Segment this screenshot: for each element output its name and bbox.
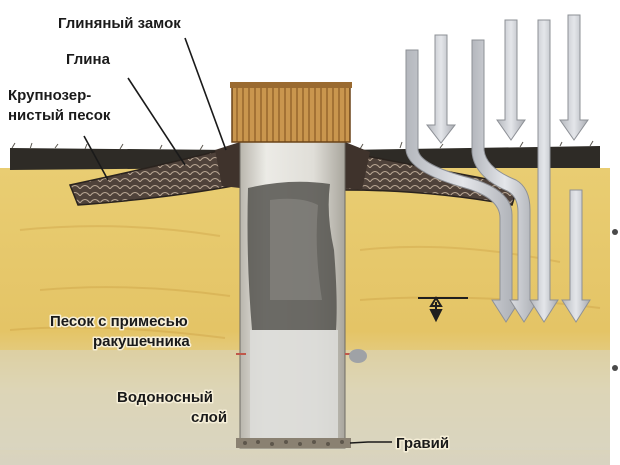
label-coarse-sand-1: Крупнозер-	[8, 87, 91, 104]
label-coarse-sand-2: нистый песок	[8, 107, 111, 124]
double-arrow-icon	[418, 296, 468, 323]
well-cap-rim	[230, 82, 352, 88]
gravel-bed	[236, 438, 351, 448]
label-gravel: Гравий	[396, 435, 449, 452]
clay-lock-right	[345, 142, 370, 190]
leader-lines	[83, 37, 392, 444]
inlet-water-drop	[349, 349, 367, 363]
down-arrow-icon	[561, 189, 591, 323]
label-aquifer-1: Водоносный	[117, 389, 213, 406]
label-sand-shell-1: Песок с примесью	[50, 313, 188, 330]
leader-coarse-sand	[83, 135, 109, 181]
label-clay: Глина	[66, 51, 111, 68]
down-arrow-icon	[529, 19, 559, 323]
down-arrow-icon	[425, 34, 457, 144]
well-cap	[231, 83, 351, 143]
soil-texture	[9, 225, 601, 339]
leader-clay	[127, 77, 186, 166]
edge-dot	[612, 229, 618, 235]
label-aquifer-2: слой	[191, 409, 227, 426]
down-arrow-icon	[559, 14, 589, 141]
well-cutaway-shade	[270, 198, 322, 300]
leader-clay-lock	[184, 37, 227, 151]
edge-dot	[612, 365, 618, 371]
label-sand-shell-2: ракушечника	[93, 333, 190, 350]
clay-lock-left	[215, 142, 240, 188]
well-water	[250, 330, 338, 440]
down-arrow-icon	[496, 19, 526, 141]
leader-gravel	[349, 441, 392, 444]
gravel-stones	[243, 440, 344, 446]
rain-arrows	[405, 14, 591, 323]
down-arrow-icon	[471, 39, 539, 323]
label-clay-lock: Глиняный замок	[58, 15, 181, 32]
